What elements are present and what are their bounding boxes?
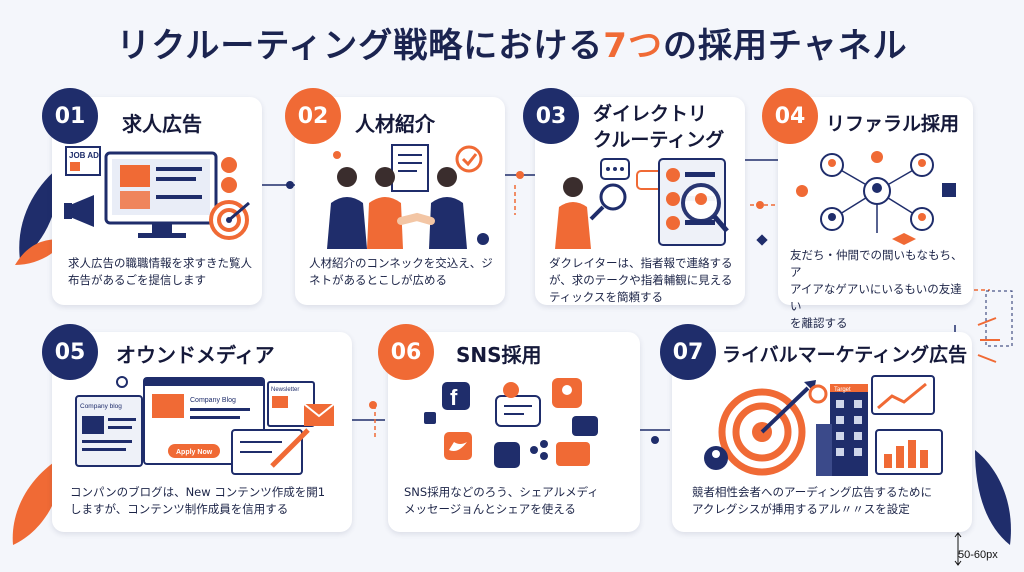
channel-description: ダクレイターは、指者報で連絡するが、求のテークや指着輔観に見える ティックスを簡… (549, 256, 733, 304)
channel-description: 人材紹介のコンネックを交込え、ジ ネトがあるとこしが広める (309, 256, 493, 287)
channel-number-badge: 07 (660, 324, 716, 380)
social-media-illustration: f (424, 378, 598, 468)
channel-number-badge: 06 (378, 324, 434, 380)
handshake-illustration (327, 144, 489, 249)
channel-card-owned-media: オウンドメディア Company Blog Company blog Newsl… (52, 332, 352, 532)
job-ad-label: JOB AD (69, 151, 99, 160)
channel-number-badge: 02 (285, 88, 341, 144)
channel-title: 求人広告 (122, 112, 202, 136)
channel-description: 求人広告の職職情報を求すきた覧人 布告があるごを提信します (68, 256, 252, 287)
company-blog-label: Company blog (80, 403, 122, 410)
channel-description: 競者相性会者へのアーディング広告するために アクレグシスが挿用するアル〃〃スを設… (692, 485, 933, 516)
dashed-decoration (985, 290, 1013, 347)
channel-title: ダイレクトリ クルーティング (593, 103, 725, 151)
channel-title: リファラル採用 (826, 113, 960, 135)
target-label: Target (834, 387, 851, 393)
blog-illustration: Company Blog Company blog Newsletter App… (75, 376, 335, 475)
channel-title: オウンドメディア (116, 343, 275, 367)
svg-text:f: f (450, 385, 458, 410)
newsletter-label: Newsletter (271, 387, 299, 393)
channel-description: SNS採用などのろう、シェアルメディ メッセージョんとシェアを使える (404, 485, 599, 516)
channel-title: 人材紹介 (355, 112, 435, 136)
channel-card-direct-recruiting: ダイレクトリ クルーティング ダクレイターは、指者報で連絡するが、求のテークや指… (535, 97, 745, 305)
search-candidate-illustration (555, 158, 729, 249)
channel-description: 友だち・仲間での間いもなもち、ア アイアなゲアいにいるもいの友達い を離認する (790, 248, 963, 330)
channel-description: コンパンのブログは、New コンテンツ作成を開1 しますが、コンテンツ制作成員を… (70, 485, 326, 516)
channel-card-referral: リファラル採用 友だち・仲間での間いもなもち、ア アイアなゲアいにいるもいの友達… (778, 97, 973, 330)
company-blog-heading: Company Blog (190, 397, 236, 404)
channel-number-badge: 03 (523, 88, 579, 144)
dimension-note: 50-60px (958, 549, 998, 561)
channel-card-competitor-ads: ライバルマーケティング広告 Target 競者相性会者へのアーディング広告するた… (672, 332, 972, 532)
channel-number-badge: 01 (42, 88, 98, 144)
channel-title: ライバルマーケティング広告 (722, 344, 968, 366)
leaf-decoration (12, 455, 66, 545)
channel-number-badge: 04 (762, 88, 818, 144)
target-marketing-illustration: Target (704, 375, 943, 476)
channel-number-badge: 05 (42, 324, 98, 380)
channel-title: SNS採用 (456, 343, 542, 367)
apply-now-label: Apply Now (176, 449, 213, 456)
page-title: リクルーティング戦略における7つの採用チャネル (116, 26, 908, 66)
leaf-decoration (975, 450, 1011, 545)
referral-network-illustration (796, 151, 956, 245)
job-ad-illustration: JOB AD (64, 146, 250, 240)
